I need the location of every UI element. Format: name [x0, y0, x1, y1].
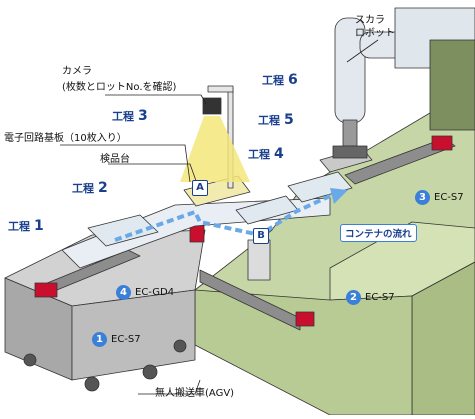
actuator-2-model: EC-S7: [365, 292, 395, 303]
step-2-word: 工程: [72, 182, 94, 195]
actuator-4-badge: 4: [116, 285, 131, 300]
flow-arrow-head: [330, 188, 348, 204]
step-1-word: 工程: [8, 220, 30, 233]
container-flow-label: コンテナの流れ: [340, 224, 417, 242]
actuator-2-callout: 2 EC-S7: [346, 290, 395, 305]
step-5-label: 工程 5: [258, 112, 294, 128]
actuator-3-model: EC-S7: [434, 192, 464, 203]
label-inspection-table: 検品台: [100, 154, 130, 165]
step-4-number: 4: [274, 146, 284, 162]
step-5-number: 5: [284, 112, 294, 128]
tray-1: [87, 214, 159, 247]
step-6-word: 工程: [262, 74, 284, 87]
step-5-word: 工程: [258, 114, 280, 127]
motor-1: [34, 282, 58, 298]
step-4-label: 工程 4: [248, 146, 284, 162]
label-agv: 無人搬送車(AGV): [155, 388, 235, 399]
step-2-number: 2: [98, 180, 108, 196]
actuator-4-callout: 4 EC-GD4: [116, 285, 174, 300]
label-camera-note: (枚数とロットNo.を確認): [62, 82, 177, 93]
step-3-label: 工程 3: [112, 108, 148, 124]
camera-light: [180, 116, 250, 182]
marker-b: B: [253, 228, 269, 244]
tray-5: [287, 171, 353, 203]
actuator-1-badge: 1: [92, 332, 107, 347]
label-robot: ロボット: [355, 28, 395, 39]
agv-wheel-4: [23, 353, 37, 367]
label-board: 電子回路基板（10枚入り）: [4, 133, 127, 144]
rail-back: [344, 137, 456, 185]
rail-ground: [199, 269, 301, 331]
robot-column: [429, 39, 475, 131]
label-scara: スカラ: [355, 15, 385, 26]
robot-gripper: [332, 145, 368, 159]
leader-lines: [60, 39, 379, 395]
agv-wheel-1: [84, 376, 100, 392]
camera-arm: [207, 85, 234, 93]
actuator-1-callout: 1 EC-S7: [92, 332, 141, 347]
agv-wheel-3: [173, 339, 187, 353]
motor-2: [295, 311, 315, 327]
step-3-number: 3: [138, 108, 148, 124]
lift-body: [247, 239, 271, 281]
step-1-label: 工程 1: [8, 218, 44, 234]
actuator-3-badge: 3: [415, 190, 430, 205]
agv-wheel-2: [142, 364, 158, 380]
container-flow-path: [114, 194, 331, 242]
step-3-word: 工程: [112, 110, 134, 123]
step-6-number: 6: [288, 72, 298, 88]
agv-side: [71, 289, 196, 381]
robot-tool: [342, 119, 358, 147]
step-4-word: 工程: [248, 148, 270, 161]
camera-body: [202, 97, 222, 115]
label-camera: カメラ: [62, 66, 92, 77]
actuator-2-badge: 2: [346, 290, 361, 305]
actuator-4-model: EC-GD4: [135, 287, 175, 298]
step-1-number: 1: [34, 218, 44, 234]
step-6-label: 工程 6: [262, 72, 298, 88]
step-2-label: 工程 2: [72, 180, 108, 196]
actuator-1-model: EC-S7: [111, 334, 141, 345]
marker-a: A: [192, 180, 208, 196]
motor-3: [431, 135, 453, 151]
actuator-3-callout: 3 EC-S7: [415, 190, 464, 205]
